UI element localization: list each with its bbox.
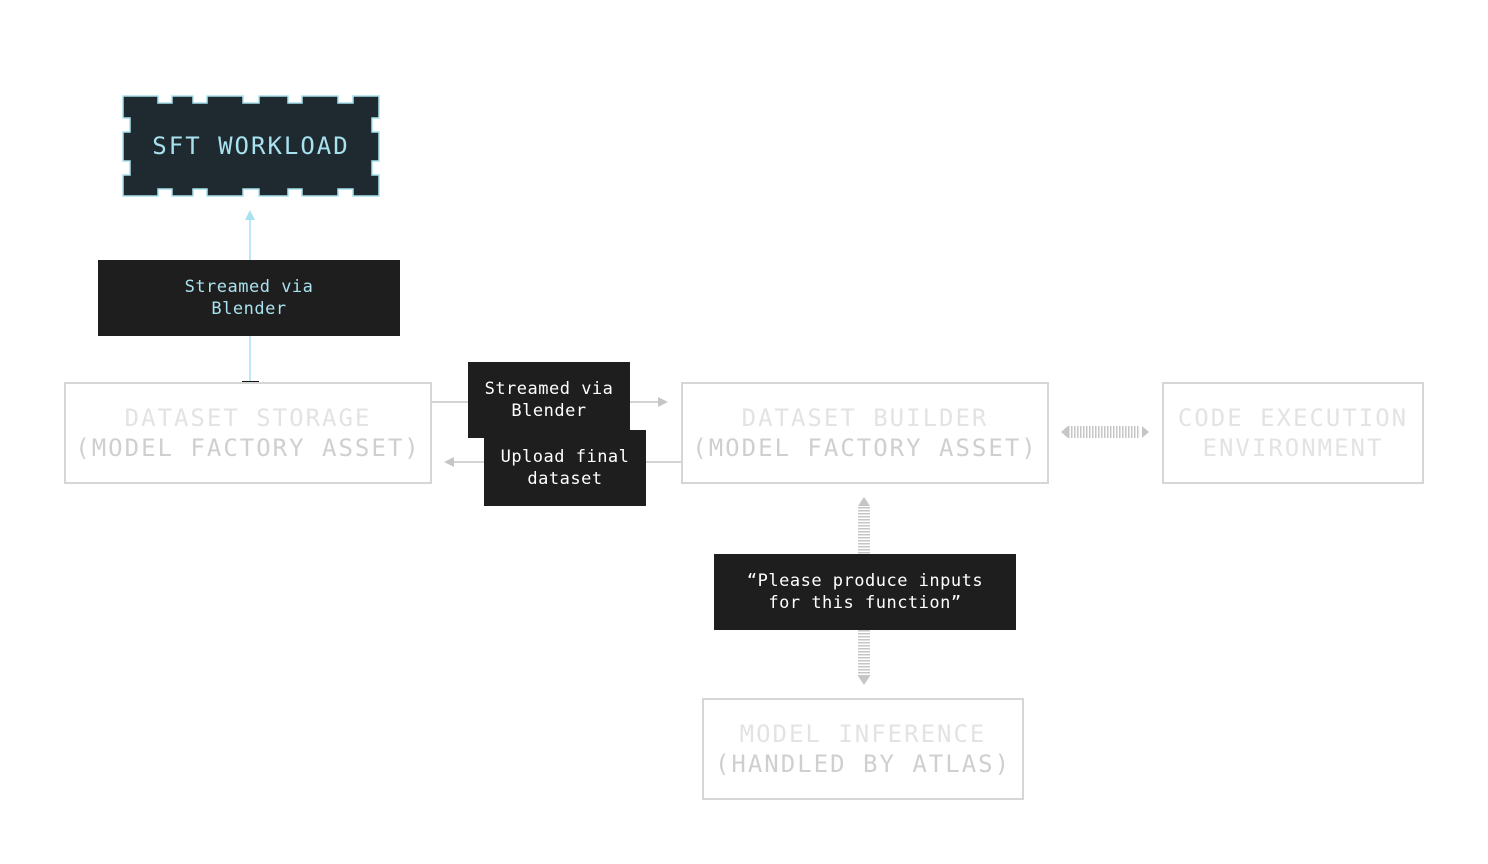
node-code-execution[interactable]: CODE EXECUTION ENVIRONMENT bbox=[1162, 382, 1424, 484]
node-dataset-builder-subtitle: (MODEL FACTORY ASSET) bbox=[692, 434, 1038, 462]
edge-label-storage-to-builder: Streamed via Blender bbox=[468, 362, 630, 438]
edge-label-builder-to-storage: Upload final dataset bbox=[484, 430, 646, 506]
edge-label-line-1: Streamed via bbox=[484, 379, 614, 399]
node-model-inference-title: MODEL INFERENCE bbox=[739, 720, 987, 748]
edge-label-storage-to-sft: Streamed via Blender bbox=[98, 260, 400, 336]
node-code-execution-subtitle: ENVIRONMENT bbox=[1202, 434, 1384, 462]
node-sft-workload[interactable]: SFT WORKLOAD bbox=[122, 95, 380, 197]
edge-label-line-1: Upload final bbox=[500, 447, 630, 467]
arrowhead-left bbox=[444, 457, 454, 467]
arrowhead-up bbox=[858, 497, 870, 506]
node-dataset-builder-title: DATASET BUILDER bbox=[741, 404, 989, 432]
edge-label-line-2: dataset bbox=[527, 469, 603, 489]
stamp-border bbox=[122, 95, 380, 197]
node-sft-workload-title: SFT WORKLOAD bbox=[152, 132, 350, 160]
edge-label-line-1: Streamed via bbox=[184, 277, 314, 297]
node-model-inference[interactable]: MODEL INFERENCE (HANDLED BY ATLAS) bbox=[702, 698, 1024, 800]
edge-builder-code-execution bbox=[1061, 426, 1149, 438]
edge-label-line-2: for this function” bbox=[768, 593, 962, 613]
arrowhead-down bbox=[858, 676, 870, 685]
node-code-execution-title: CODE EXECUTION bbox=[1177, 404, 1409, 432]
arrowhead-up bbox=[245, 210, 255, 220]
edge-label-builder-inference: “Please produce inputs for this function… bbox=[714, 554, 1016, 630]
node-dataset-storage-subtitle: (MODEL FACTORY ASSET) bbox=[75, 434, 421, 462]
arrowhead-right bbox=[1142, 426, 1149, 438]
arrowhead-left bbox=[1061, 426, 1068, 438]
node-dataset-storage[interactable]: DATASET STORAGE (MODEL FACTORY ASSET) bbox=[64, 382, 432, 484]
arrowhead-right bbox=[658, 397, 668, 407]
edge-label-line-1: “Please produce inputs bbox=[746, 571, 984, 591]
node-model-inference-subtitle: (HANDLED BY ATLAS) bbox=[714, 750, 1012, 778]
edge-label-line-2: Blender bbox=[511, 401, 587, 421]
edge-builder-inference bbox=[858, 497, 870, 685]
edge-label-line-2: Blender bbox=[211, 299, 287, 319]
node-dataset-builder[interactable]: DATASET BUILDER (MODEL FACTORY ASSET) bbox=[681, 382, 1049, 484]
node-dataset-storage-title: DATASET STORAGE bbox=[124, 404, 372, 432]
